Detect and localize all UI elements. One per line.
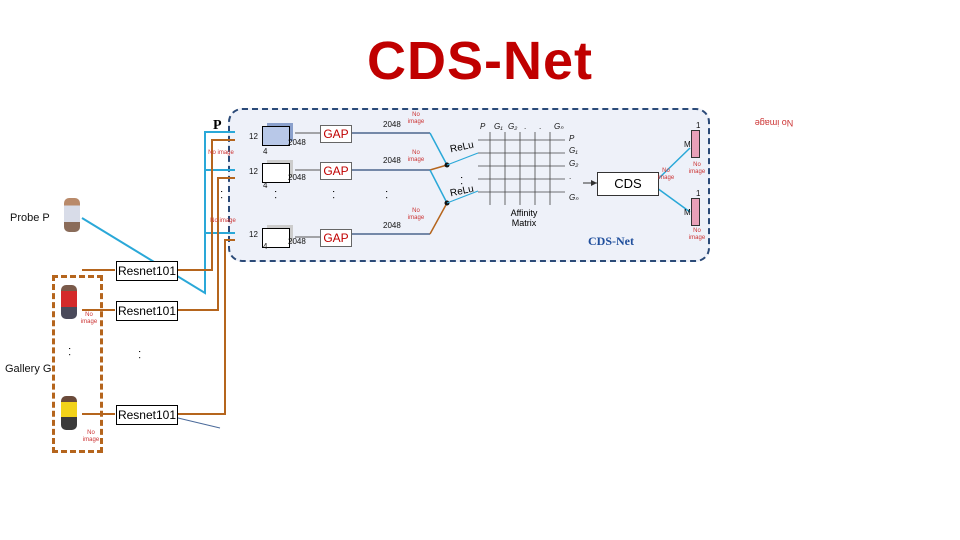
gap-box: GAP [320, 162, 352, 180]
dim-c: 2048 [288, 138, 306, 147]
feature-map-cube [262, 126, 290, 146]
gallery-dots: . . [66, 347, 78, 357]
feature-dim-label: 2048 [383, 221, 401, 230]
dim-c: 2048 [288, 173, 306, 182]
probe-label: Probe P [10, 212, 50, 224]
matrix-row-gn: Gₙ [569, 193, 579, 202]
gallery-box [52, 275, 103, 453]
resnet101-block: Resnet101 [116, 405, 178, 425]
dim-w: 4 [263, 147, 268, 156]
gap-box: GAP [320, 229, 352, 247]
matrix-col-g1: G₁ [494, 122, 503, 131]
dim-h: 12 [249, 230, 258, 239]
output-vector [691, 198, 700, 226]
no-image-placeholder: No image [208, 150, 234, 156]
gallery-image-1 [61, 285, 77, 319]
cds-box: CDS [597, 172, 659, 196]
affinity-matrix-label: Affinity Matrix [505, 208, 543, 228]
no-image-placeholder: No image [657, 168, 675, 181]
matrix-col-p: P [480, 122, 486, 131]
matrix-col-g2: G₂ [508, 122, 518, 131]
feature-map-cube [262, 163, 290, 183]
matrix-row-g2: G₂ [569, 159, 579, 168]
no-image-placeholder: No image [80, 312, 98, 325]
no-image-placeholder: No image [407, 112, 425, 125]
matrix-row-dot: . [569, 172, 572, 181]
gap-dots: . . [330, 190, 342, 200]
no-image-placeholder: No image [407, 208, 425, 221]
no-image-placeholder: No image [754, 118, 794, 128]
dim-h: 12 [249, 167, 258, 176]
dim-w: 4 [263, 181, 268, 190]
matrix-row-p: P [569, 134, 575, 143]
matrix-col-dot: . [539, 122, 542, 131]
resnet101-block: Resnet101 [116, 261, 178, 281]
no-image-placeholder: No image [407, 150, 425, 163]
dim-c: 2048 [288, 237, 306, 246]
output-vector [691, 130, 700, 158]
no-image-placeholder: No image [82, 430, 100, 443]
p-label: P [213, 118, 222, 133]
feature-map-cube [262, 228, 290, 248]
gallery-image-n [61, 396, 77, 430]
vector-dim-m: M [684, 140, 691, 149]
gap-box: GAP [320, 125, 352, 143]
relu-dots: . . [458, 176, 470, 186]
resnet101-block: Resnet101 [116, 301, 178, 321]
vector-dim-1: 1 [696, 189, 701, 198]
matrix-col-dot: . [524, 122, 527, 131]
no-image-placeholder: No image [688, 228, 706, 241]
vector-dim-m: M [684, 208, 691, 217]
affinity-label-line1: Affinity [510, 208, 538, 218]
dim-h: 12 [249, 132, 258, 141]
dim-w: 4 [263, 242, 268, 251]
cube-dots: . . [272, 190, 284, 200]
no-image-placeholder: No image [210, 218, 236, 224]
affinity-label-line2: Matrix [511, 218, 537, 228]
page-title: CDS-Net [366, 31, 593, 91]
feature-dim-label: 2048 [383, 156, 401, 165]
matrix-col-gn: Gₙ [554, 122, 564, 131]
vector-dim-1: 1 [696, 121, 701, 130]
feature-dim-label: 2048 [383, 120, 401, 129]
matrix-row-g1: G₁ [569, 146, 578, 155]
branch-dots: . . [218, 190, 230, 200]
gallery-label: Gallery G [5, 363, 52, 375]
resnet-dots: . . [136, 350, 148, 360]
feature-dots: . . [383, 190, 395, 200]
cds-net-label: CDS-Net [588, 234, 634, 248]
no-image-placeholder: No image [688, 162, 706, 175]
probe-image [64, 198, 80, 232]
